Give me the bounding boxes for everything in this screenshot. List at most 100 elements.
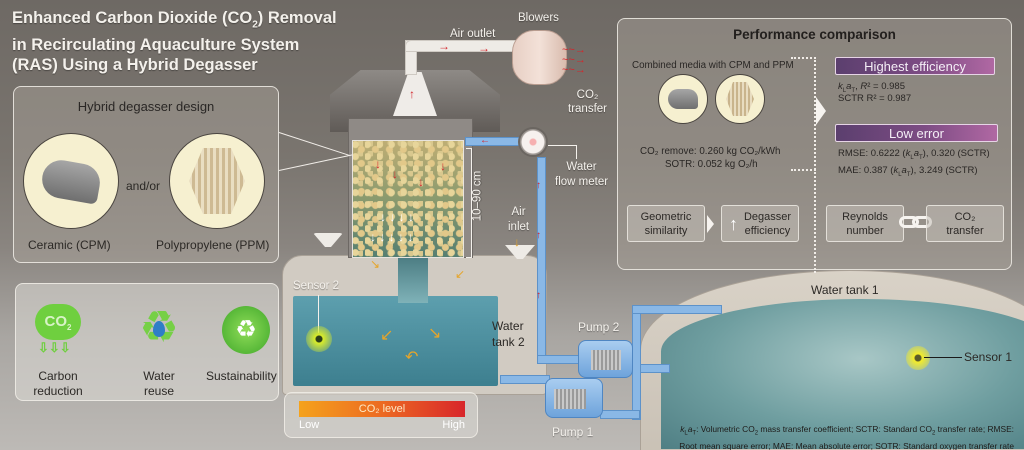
air-outlet-pipe-horizontal xyxy=(405,40,517,52)
co2-level-low: Low xyxy=(299,419,320,431)
hybrid-design-panel: Hybrid degasser design and/or Ceramic (C… xyxy=(13,86,279,263)
flow-arrow-red: ↓ xyxy=(440,159,446,173)
performance-heading: Performance comparison xyxy=(733,27,896,42)
sensor-2-leader xyxy=(318,295,319,333)
benefit-label-water: Water reuse xyxy=(143,369,175,398)
arrow-up-icon: ↑ xyxy=(728,213,738,234)
highest-efficiency-bar: Highest efficiency xyxy=(835,57,995,75)
flow-arrow-red: ↑ xyxy=(536,290,541,301)
co2-remove-value: CO₂ remove: 0.260 kg CO₂/kWh xyxy=(640,146,781,157)
highest-efficiency-line2: SCTR R² = 0.987 xyxy=(838,93,912,104)
sensor-1-leader xyxy=(924,357,962,358)
co2-level-high: High xyxy=(442,419,465,431)
tank1-feed-pipe-v xyxy=(632,305,641,420)
low-error-bar: Low error xyxy=(835,124,998,142)
sensor-2-label: Sensor 2 xyxy=(293,280,340,292)
connector-label: and/or xyxy=(126,179,161,193)
flow-arrow-white: ↓ ↓ ↓ ↓ xyxy=(380,210,415,224)
flow-arrow-orange: ↘ xyxy=(370,257,381,271)
pump1-outlet-pipe xyxy=(600,410,640,419)
water-tank-1-water xyxy=(661,299,1024,449)
mae-value: MAE: 0.387 (kLaT), 3.249 (SCTR) xyxy=(838,165,978,178)
ceramic-media-label: Ceramic (CPM) xyxy=(28,238,111,252)
page-title: Enhanced Carbon Dioxide (CO2) Removal in… xyxy=(12,9,337,75)
water-drop-icon xyxy=(153,321,165,337)
water-tank-2-label: Water tank 2 xyxy=(492,319,525,349)
pump-2-label: Pump 2 xyxy=(578,320,620,334)
blower xyxy=(512,30,567,85)
air-outlet-label: Air outlet xyxy=(450,28,496,40)
co2-cloud-icon: CO2 xyxy=(35,304,81,340)
callout-line xyxy=(278,132,351,157)
flow-arrow-red: ↓ xyxy=(375,157,381,171)
flow-arrow-red: ↑ xyxy=(409,87,415,101)
sotr-value: SOTR: 0.052 kg O₂/h xyxy=(665,159,758,170)
flow-arrow-red: → xyxy=(438,39,450,53)
height-range-label: 10–90 cm xyxy=(471,170,484,222)
packed-media-bed xyxy=(352,140,464,258)
water-tank-1-label: Water tank 1 xyxy=(811,283,879,297)
flow-arrow-red: → xyxy=(478,41,490,55)
sensor-1-icon xyxy=(906,346,930,370)
dotted-divider xyxy=(814,57,816,273)
water-flow-meter xyxy=(518,127,548,157)
pump2-outlet-pipe xyxy=(537,355,582,364)
co2-level-legend: CO₂ level Low High xyxy=(284,392,478,438)
flow-meter-leader xyxy=(548,145,576,146)
footnote-line2: Root mean square error; MAE: Mean absolu… xyxy=(679,440,1014,450)
co2-level-gradient-bar: CO₂ level xyxy=(299,401,465,417)
water-flow-meter-label: Water flow meter xyxy=(555,161,609,188)
flow-arrow-red: ← xyxy=(480,135,490,146)
co2-transfer-label: CO₂ transfer xyxy=(568,89,607,115)
ceramic-media-icon xyxy=(23,133,119,229)
co2-exhaust-arrows: ~~→~~→~~→ xyxy=(562,44,586,76)
polypropylene-media-label: Polypropylene (PPM) xyxy=(156,238,270,252)
flow-arrow-red: ↑ xyxy=(536,230,541,241)
footnote: kLaT: Volumetric CO2 mass transfer coeff… xyxy=(679,423,1014,450)
rmse-value: RMSE: 0.6222 (kLaT), 0.320 (SCTR) xyxy=(838,148,990,161)
dotted-divider xyxy=(791,169,816,171)
flow-arrow-white: ↓ ↓ ↓ ↓ ↓ xyxy=(370,230,414,244)
sensor-2-icon xyxy=(306,326,332,352)
combined-media-label: Combined media with CPM and PPM xyxy=(632,60,794,71)
highest-efficiency-line1: kLaT, R² = 0.985 xyxy=(838,81,905,94)
dotted-divider xyxy=(791,57,816,59)
polypropylene-media-icon xyxy=(169,133,265,229)
co2-level-label: CO₂ level xyxy=(358,403,406,415)
performance-panel: Performance comparison Combined media wi… xyxy=(617,18,1012,273)
flow-arrow-orange: ↙ xyxy=(455,267,466,281)
hybrid-design-heading: Hybrid degasser design xyxy=(77,99,215,114)
footnote-line1: kLaT: Volumetric CO2 mass transfer coeff… xyxy=(680,424,1014,437)
callout-line xyxy=(278,154,353,171)
air-inlet-label: Air inlet xyxy=(508,206,530,233)
blowers-label: Blowers xyxy=(518,12,559,24)
pump-2 xyxy=(578,340,633,378)
sensor-1-label: Sensor 1 xyxy=(964,350,1013,364)
flow-meter-leader xyxy=(576,145,577,159)
flow-arrow-red: ↓ xyxy=(418,175,424,189)
air-inlet-funnel-left xyxy=(313,233,343,247)
pump-1-label: Pump 1 xyxy=(552,425,594,439)
pump-1 xyxy=(545,378,603,418)
combined-ceramic-icon xyxy=(658,74,708,124)
combined-polypropylene-icon xyxy=(715,74,765,124)
flow-arrow-red: ↑ xyxy=(536,180,541,191)
flow-arrow-orange: ↶ xyxy=(405,349,419,366)
water-tank-1: Water tank 1 Sensor 1 xyxy=(640,270,1024,450)
flow-arrow-orange: ↓ xyxy=(514,235,520,249)
globe-recycle-icon: ♻ xyxy=(222,306,270,354)
flow-arrow-orange: ↘ xyxy=(428,325,442,342)
benefit-label-sustainability: Sustainability xyxy=(206,369,277,383)
water-column xyxy=(398,258,428,303)
flow-arrow-orange: ↙ xyxy=(380,327,394,344)
chevron-right-icon xyxy=(707,215,714,233)
down-arrows-icon: ⇩⇩⇩ xyxy=(38,340,71,355)
flow-arrow-red: ↓ xyxy=(392,167,398,181)
pump1-inlet-pipe xyxy=(500,375,550,384)
benefits-panel: CO2 ⇩⇩⇩ ♻ ♻ Carbon reduction Water reuse… xyxy=(15,283,279,401)
chevron-right-icon xyxy=(816,97,826,125)
